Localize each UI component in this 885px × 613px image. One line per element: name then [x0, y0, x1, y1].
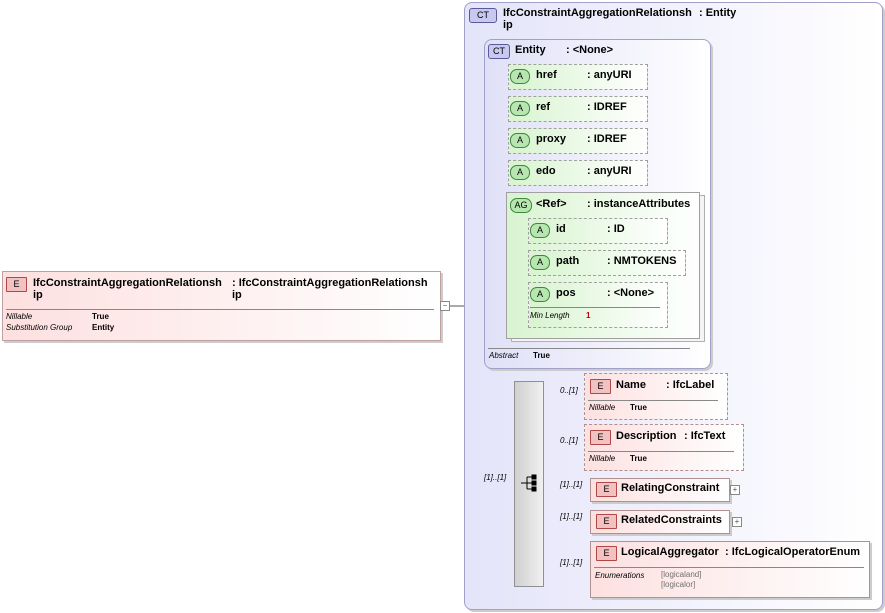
complex-type-base: : Entity [699, 7, 737, 19]
attribute-name: id [556, 223, 566, 235]
attribute-name: edo [536, 165, 556, 177]
element-badge: E [590, 430, 611, 445]
collapse-toggle[interactable]: − [440, 301, 450, 311]
element-badge: E [6, 277, 27, 292]
attribute-type: : ID [607, 223, 625, 235]
attribute-name: ref [536, 101, 551, 113]
attribute-href[interactable] [508, 64, 648, 90]
attribute-proxy[interactable] [508, 128, 648, 154]
enum-value: [logicalor] [661, 580, 696, 589]
attribute-badge: A [530, 287, 550, 302]
sequence-icon [521, 474, 537, 492]
child-name: RelatingConstraint [621, 482, 720, 494]
attribute-type: : anyURI [587, 165, 632, 177]
attribute-badge: A [510, 69, 530, 84]
element-badge: E [596, 514, 617, 529]
attribute-badge: A [530, 223, 550, 238]
attribute-path[interactable] [528, 250, 686, 276]
attribute-type: : IDREF [587, 133, 627, 145]
child-cardinality: 0..[1] [560, 436, 578, 445]
entity-abstract-key: Abstract [489, 351, 519, 360]
child-type: : IfcLabel [666, 379, 715, 391]
sequence-compositor[interactable] [514, 381, 544, 587]
complex-type-badge: CT [469, 8, 497, 23]
attribute-pos[interactable] [528, 282, 668, 328]
child-name: Name [616, 379, 646, 391]
attribute-ref[interactable] [508, 96, 648, 122]
child-type: : IfcLogicalOperatorEnum [725, 546, 861, 558]
attribute-type: : anyURI [587, 69, 632, 81]
attribute-type: : IDREF [587, 101, 627, 113]
element-badge: E [590, 379, 611, 394]
child-element-logicalaggregator[interactable] [590, 541, 870, 598]
child-name: LogicalAggregator [621, 546, 719, 558]
root-prop-key-substitution: Substitution Group [6, 323, 73, 332]
expand-toggle[interactable]: + [730, 485, 740, 495]
element-badge: E [596, 546, 617, 561]
entity-abstract-val: True [533, 351, 550, 360]
child-prop-key: Enumerations [595, 571, 645, 580]
sequence-cardinality: [1]..[1] [484, 473, 507, 482]
complex-type-name: IfcConstraintAggregationRelationsh ip [503, 7, 692, 31]
attribute-group-type: : instanceAttributes [587, 198, 691, 210]
root-prop-val-substitution: Entity [92, 323, 115, 332]
attribute-group-badge: AG [510, 198, 532, 213]
root-prop-key-nillable: Nillable [6, 312, 33, 321]
attribute-type: : NMTOKENS [607, 255, 677, 267]
entity-type-name: Entity [515, 44, 546, 56]
child-prop-key: Nillable [589, 454, 616, 463]
attribute-name: href [536, 69, 557, 81]
root-element-type: : IfcConstraintAggregationRelationsh ip [232, 277, 428, 301]
child-prop-val: True [630, 403, 647, 412]
attribute-prop-val: 1 [586, 311, 591, 320]
child-prop-key: Nillable [589, 403, 616, 412]
entity-type-type: : <None> [566, 44, 614, 56]
attribute-type: : <None> [607, 287, 655, 299]
attribute-badge: A [510, 133, 530, 148]
child-cardinality: [1]..[1] [560, 558, 583, 567]
attribute-name: pos [556, 287, 576, 299]
attribute-name: path [556, 255, 580, 267]
entity-type-badge: CT [488, 44, 510, 59]
child-prop-val: True [630, 454, 647, 463]
attribute-id[interactable] [528, 218, 668, 244]
attribute-edo[interactable] [508, 160, 648, 186]
child-cardinality: 0..[1] [560, 386, 578, 395]
enum-value: [logicaland] [661, 570, 702, 579]
child-cardinality: [1]..[1] [560, 512, 583, 521]
attribute-name: proxy [536, 133, 566, 145]
child-cardinality: [1]..[1] [560, 480, 583, 489]
attribute-badge: A [530, 255, 550, 270]
child-name: Description [616, 430, 677, 442]
root-prop-val-nillable: True [92, 312, 109, 321]
attribute-group-name: <Ref> [536, 198, 567, 210]
element-badge: E [596, 482, 617, 497]
root-element-name: IfcConstraintAggregationRelationsh ip [33, 277, 222, 301]
expand-toggle[interactable]: + [732, 517, 742, 527]
child-type: : IfcText [684, 430, 726, 442]
attribute-badge: A [510, 101, 530, 116]
child-name: RelatedConstraints [621, 514, 722, 526]
attribute-prop-key: Min Length [530, 311, 570, 320]
attribute-badge: A [510, 165, 530, 180]
